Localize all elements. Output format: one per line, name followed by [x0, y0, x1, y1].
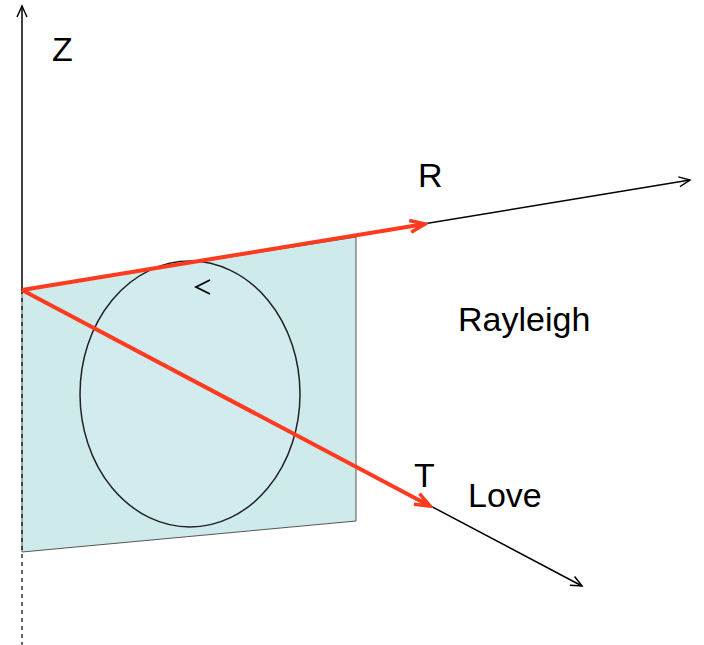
z-axis-dashed: [21, 290, 22, 645]
rotation-arrow: [196, 280, 210, 294]
elliptical-orbit: [80, 261, 300, 527]
r-vector: [22, 224, 425, 290]
z-axis: [21, 6, 23, 290]
motion-plane: [22, 237, 356, 552]
t-vector: [22, 290, 430, 506]
axis-label: Z: [52, 32, 73, 66]
axis-label: T: [414, 458, 435, 492]
wave-label: Love: [468, 478, 542, 512]
axis-label: R: [418, 158, 443, 192]
r-axis: [22, 180, 690, 290]
wave-label: Rayleigh: [458, 302, 590, 336]
